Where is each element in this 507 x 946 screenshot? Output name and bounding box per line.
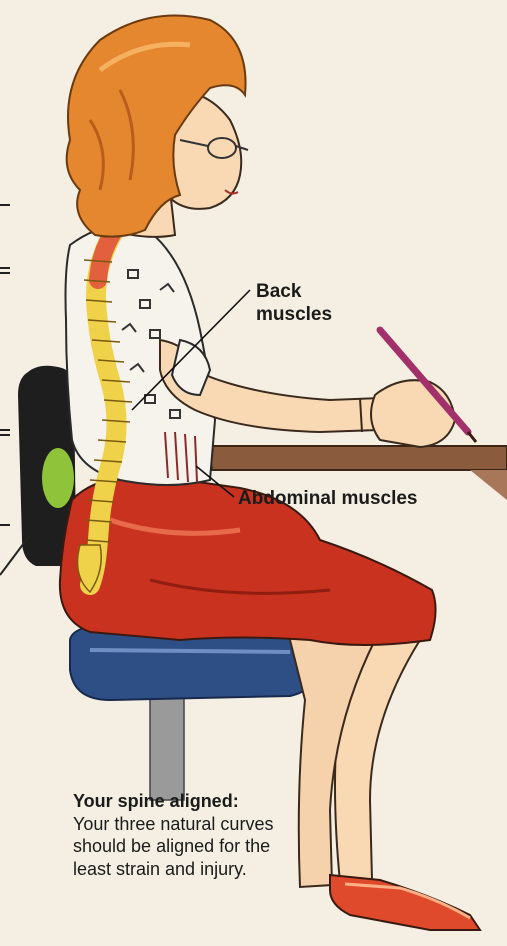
lumbar-support-pad: [42, 448, 74, 508]
back-muscles-label: Back muscles: [256, 280, 376, 326]
caption: Your spine aligned: Your three natural c…: [73, 790, 303, 880]
caption-title: Your spine aligned:: [73, 790, 303, 813]
caption-body: Your three natural curves should be alig…: [73, 813, 303, 881]
abdominal-muscles-text: Abdominal muscles: [238, 488, 418, 509]
back-muscles-text: Back muscles: [256, 281, 332, 325]
chair-seat: [70, 622, 323, 800]
shoes: [330, 875, 480, 930]
abdominal-muscles-label: Abdominal muscles: [238, 487, 498, 510]
edge-tick-marks: [0, 205, 10, 525]
chair-post: [150, 690, 184, 800]
